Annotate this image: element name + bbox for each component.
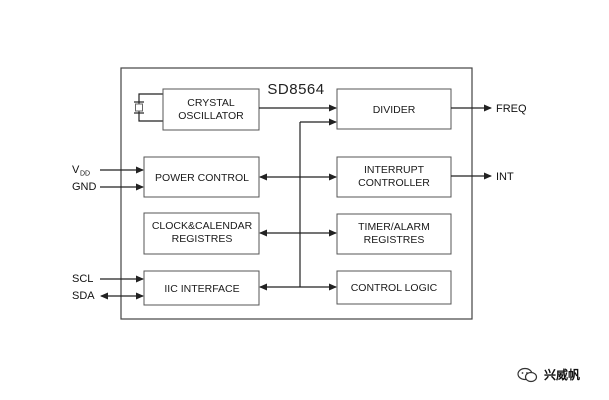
svg-text:OSCILLATOR: OSCILLATOR — [178, 110, 244, 122]
control-logic-block: CONTROL LOGIC — [336, 270, 452, 305]
svg-text:DD: DD — [80, 171, 90, 178]
svg-text:CONTROLLER: CONTROLLER — [358, 177, 430, 189]
svg-text:GND: GND — [72, 181, 97, 193]
watermark: 兴威帆 — [517, 367, 580, 383]
svg-text:REGISTRES: REGISTRES — [364, 234, 425, 246]
pin-int: INT — [451, 171, 514, 183]
svg-text:POWER CONTROL: POWER CONTROL — [155, 172, 249, 184]
svg-text:INTERRUPT: INTERRUPT — [364, 164, 425, 176]
crystal-symbol — [134, 93, 163, 122]
svg-text:INT: INT — [496, 171, 514, 183]
crystal-oscillator-block: CRYSTAL OSCILLATOR — [162, 88, 260, 131]
svg-text:FREQ: FREQ — [496, 103, 527, 115]
chip-title: SD8564 — [267, 81, 324, 98]
interrupt-controller-block: INTERRUPT CONTROLLER — [336, 156, 452, 198]
pin-sda: SDA — [72, 290, 144, 302]
watermark-text: 兴威帆 — [544, 367, 580, 382]
timer-alarm-block: TIMER/ALARM REGISTRES — [336, 213, 452, 255]
svg-text:SDA: SDA — [72, 290, 95, 302]
divider-block: DIVIDER — [336, 88, 452, 130]
power-control-block: POWER CONTROL — [143, 156, 260, 198]
iic-interface-block: IIC INTERFACE — [143, 270, 260, 306]
svg-text:REGISTRES: REGISTRES — [172, 233, 233, 245]
svg-text:CONTROL LOGIC: CONTROL LOGIC — [351, 282, 438, 294]
svg-text:V: V — [72, 164, 80, 176]
internal-bus — [259, 118, 337, 291]
svg-text:CRYSTAL: CRYSTAL — [187, 97, 235, 109]
pin-freq: FREQ — [451, 103, 527, 115]
pin-scl: SCL — [72, 273, 144, 285]
svg-text:DIVIDER: DIVIDER — [373, 104, 416, 116]
svg-text:CLOCK&CALENDAR: CLOCK&CALENDAR — [152, 220, 253, 232]
wechat-icon — [517, 367, 538, 383]
svg-text:TIMER/ALARM: TIMER/ALARM — [358, 221, 430, 233]
pin-gnd: GND — [72, 181, 144, 193]
svg-text:IIC INTERFACE: IIC INTERFACE — [164, 283, 239, 295]
svg-text:SCL: SCL — [72, 273, 93, 285]
pin-vdd: V DD — [72, 164, 144, 178]
clock-calendar-block: CLOCK&CALENDAR REGISTRES — [143, 212, 260, 255]
